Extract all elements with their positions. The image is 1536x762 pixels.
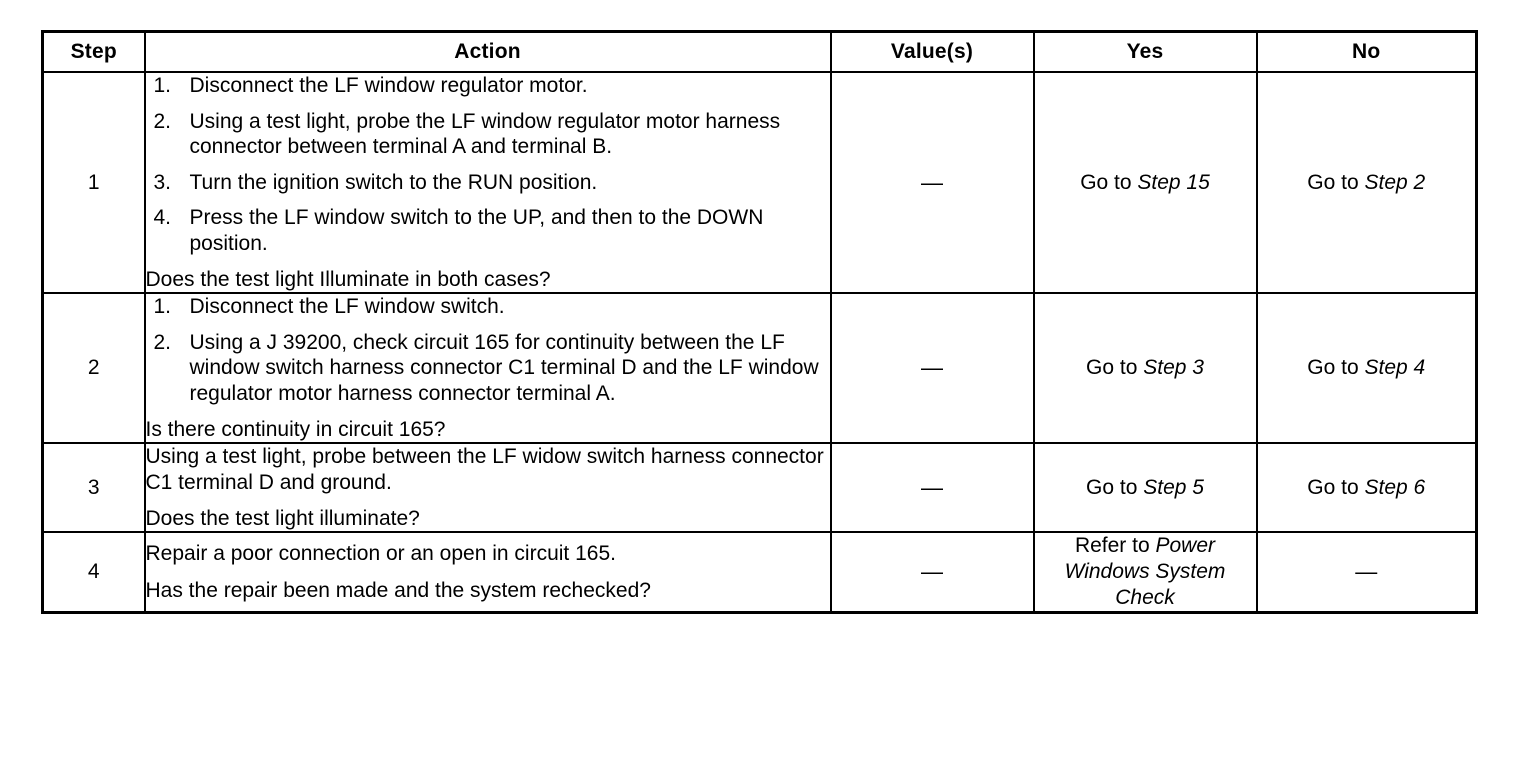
list-item: 1. Disconnect the LF window regulator mo… [146,73,830,99]
value-cell: — [829,292,1035,445]
list-item: 3. Turn the ignition switch to the RUN p… [146,170,830,196]
header-value: Value(s) [829,30,1035,73]
list-item-text: Turn the ignition switch to the RUN posi… [189,170,598,194]
action-question: Has the repair been made and the system … [145,579,651,603]
yes-branch-prefix: Go to [1086,475,1144,499]
no-branch-cell: — [1255,531,1478,614]
action-step-list: 1. Disconnect the LF window regulator mo… [146,73,830,257]
action-cell: Repair a poor connection or an open in c… [143,531,832,614]
list-item: 2. Using a J 39200, check circuit 165 fo… [146,330,830,407]
list-item: 2. Using a test light, probe the LF wind… [146,109,830,160]
table-row: 2 1. Disconnect the LF window switch. 2.… [41,292,1478,445]
yes-branch-cell: Refer to Power Windows System Check [1032,531,1258,614]
action-lead: Using a test light, probe between the LF… [145,445,824,494]
no-branch-target: Step 2 [1364,170,1426,194]
no-branch-prefix: Go to [1307,170,1365,194]
action-question: Does the test light illuminate? [145,506,420,530]
list-item-number: 4. [153,206,172,230]
yes-branch-target: Step 5 [1143,475,1204,499]
value-cell: — [829,70,1035,295]
table-row: 3 Using a test light, probe between the … [41,442,1478,534]
diagnostic-table: Step Action Value(s) Yes No 1 1. Disconn… [41,30,1478,615]
list-item-text: Press the LF window switch to the UP, an… [189,206,764,256]
table-row: 4 Repair a poor connection or an open in… [41,531,1478,614]
list-item-number: 3. [153,170,172,194]
list-item-number: 1. [153,295,172,319]
action-cell: 1. Disconnect the LF window switch. 2. U… [143,292,832,445]
header-yes: Yes [1032,30,1258,73]
yes-branch-target: Step 3 [1143,356,1204,380]
value-cell: — [829,442,1035,534]
yes-branch-prefix: Refer to [1074,534,1156,558]
yes-branch-prefix: Go to [1086,356,1144,380]
table-header: Step Action Value(s) Yes No [41,30,1478,73]
yes-branch-prefix: Go to [1080,170,1138,194]
yes-branch-target: Step 15 [1137,170,1210,194]
list-item-number: 2. [153,109,172,133]
no-branch-cell: Go to Step 6 [1255,442,1478,534]
header-action: Action [143,30,832,73]
yes-branch-target: Power Windows System Check [1064,534,1226,610]
list-item: 4. Press the LF window switch to the UP,… [146,205,830,256]
action-lead: Repair a poor connection or an open in c… [145,541,616,565]
header-step: Step [41,30,146,73]
step-number: 4 [41,531,146,614]
value-cell: — [829,531,1035,614]
yes-branch-cell: Go to Step 15 [1032,70,1258,295]
no-branch-cell: Go to Step 2 [1255,70,1478,295]
no-branch-target: Step 6 [1364,475,1426,499]
action-cell: 1. Disconnect the LF window regulator mo… [143,70,832,295]
list-item-number: 1. [153,74,172,97]
table-body: 1 1. Disconnect the LF window regulator … [41,70,1478,614]
list-item-text: Using a test light, probe the LF window … [189,109,781,159]
header-row: Step Action Value(s) Yes No [41,30,1478,73]
no-branch-target: Step 4 [1364,356,1426,380]
step-number: 3 [41,442,146,534]
action-question: Is there continuity in circuit 165? [145,417,446,441]
no-branch-prefix: Go to [1307,356,1365,380]
action-step-list: 1. Disconnect the LF window switch. 2. U… [146,294,830,406]
list-item-number: 2. [153,330,172,354]
list-item-text: Disconnect the LF window regulator motor… [189,74,588,97]
action-cell: Using a test light, probe between the LF… [143,442,832,534]
no-branch-cell: Go to Step 4 [1255,292,1478,445]
header-no: No [1255,30,1478,73]
no-branch-prefix: Go to [1307,475,1365,499]
list-item-text: Using a J 39200, check circuit 165 for c… [189,330,819,406]
list-item: 1. Disconnect the LF window switch. [146,294,830,320]
step-number: 1 [41,70,146,295]
yes-branch-cell: Go to Step 3 [1032,292,1258,445]
list-item-text: Disconnect the LF window switch. [189,295,505,319]
step-number: 2 [41,292,146,445]
action-question: Does the test light Illuminate in both c… [145,267,551,291]
table-row: 1 1. Disconnect the LF window regulator … [41,70,1478,295]
yes-branch-cell: Go to Step 5 [1032,442,1258,534]
